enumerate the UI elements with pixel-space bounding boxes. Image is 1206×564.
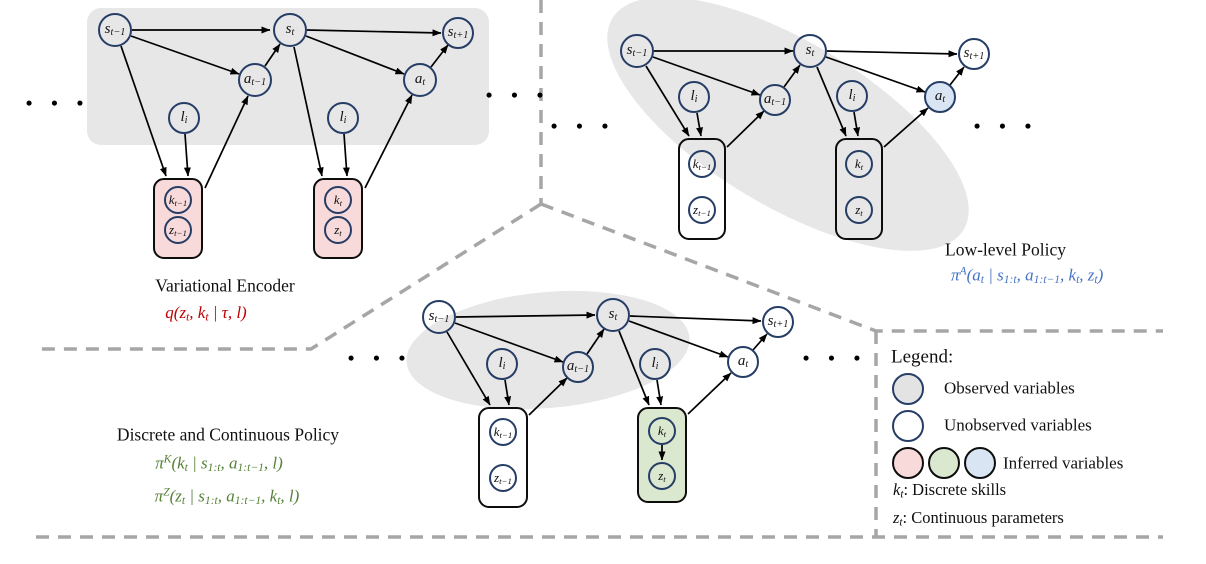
ve-node-l-i-left: li xyxy=(168,102,200,134)
ve-node-s-prev: st−1 xyxy=(98,13,132,47)
ve-node-l-i-right: li xyxy=(327,102,359,134)
dcp-node-k-prev: kt−1 xyxy=(489,418,517,446)
llp-node-s-prev: st−1 xyxy=(620,34,654,68)
dcp-node-l-i-right: li xyxy=(639,348,671,380)
ve-node-s-next: st+1 xyxy=(442,17,474,49)
llp-node-s-next: st+1 xyxy=(958,38,990,70)
dcp-ellipsis-right: • • • xyxy=(802,348,868,370)
legend-note-z: zt: Continuous parameters xyxy=(893,509,1064,529)
llp-node-s-t: st xyxy=(793,34,827,68)
ve-node-k-prev: kt−1 xyxy=(164,186,192,214)
dcp-node-z-t-inferred: zt xyxy=(648,462,676,490)
llp-node-l-i-left: li xyxy=(678,81,710,113)
legend-note-k-symbol: kt xyxy=(893,480,904,501)
legend-inferred-blue-swatch xyxy=(964,447,996,479)
legend-title: Legend: xyxy=(891,346,954,368)
legend-observed-swatch xyxy=(892,373,924,405)
dcp-ellipsis-left: • • • xyxy=(347,348,413,370)
llp-ellipsis-left: • • • xyxy=(550,116,616,138)
legend-inferred-pink-swatch xyxy=(892,447,924,479)
llp-formula: πA(at | s1:t, a1:t−1, kt, zt) xyxy=(951,264,1104,286)
llp-node-k-prev: kt−1 xyxy=(688,150,716,178)
dcp-formula-k: πK(kt | s1:t, a1:t−1, l) xyxy=(155,452,283,474)
legend-unobserved-label: Unobserved variables xyxy=(944,415,1092,435)
ve-ellipsis-right: • • • xyxy=(485,85,551,107)
dcp-node-s-t: st xyxy=(596,298,630,332)
dcp-panel-title: Discrete and Continuous Policy xyxy=(116,424,340,445)
llp-panel-title: Low-level Policy xyxy=(945,239,1067,260)
ve-panel-title: Variational Encoder xyxy=(155,275,295,296)
dcp-node-a-t: at xyxy=(727,346,759,378)
ve-node-a-t: at xyxy=(403,63,437,97)
ve-formula: q(zt, kt | τ, l) xyxy=(165,302,247,324)
dcp-node-s-next: st+1 xyxy=(762,306,794,338)
legend-inferred-green-swatch xyxy=(928,447,960,479)
legend-inferred-label: Inferred variables xyxy=(1003,453,1124,473)
llp-node-z-prev: zt−1 xyxy=(688,196,716,224)
legend-note-k: kt: Discrete skills xyxy=(893,481,1006,501)
dcp-formula-z: πZ(zt | s1:t, a1:t−1, kt, l) xyxy=(154,485,300,507)
llp-node-z-t: zt xyxy=(845,196,873,224)
dcp-node-k-t-inferred: kt xyxy=(648,417,676,445)
legend-note-z-text: : Continuous parameters xyxy=(902,508,1064,528)
dcp-node-l-i-left: li xyxy=(486,348,518,380)
dcp-node-s-prev: st−1 xyxy=(422,300,456,334)
ve-node-a-prev: at−1 xyxy=(238,63,272,97)
ve-node-z-t: zt xyxy=(324,216,352,244)
legend-observed-label: Observed variables xyxy=(944,378,1075,398)
ve-node-s-t: st xyxy=(273,13,307,47)
llp-node-l-i-right: li xyxy=(836,80,868,112)
llp-node-a-t-inferred: at xyxy=(924,81,956,113)
ve-node-z-prev: zt−1 xyxy=(164,216,192,244)
ve-ellipsis-left: • • • xyxy=(25,93,91,115)
ve-node-k-t: kt xyxy=(324,186,352,214)
dcp-node-z-prev: zt−1 xyxy=(489,464,517,492)
legend-note-k-text: : Discrete skills xyxy=(903,480,1007,500)
llp-node-a-prev: at−1 xyxy=(759,84,791,116)
llp-node-k-t: kt xyxy=(845,150,873,178)
legend-unobserved-swatch xyxy=(892,410,924,442)
llp-ellipsis-right: • • • xyxy=(973,116,1039,138)
dcp-node-a-prev: at−1 xyxy=(562,351,594,383)
legend-note-z-symbol: zt xyxy=(893,508,903,529)
